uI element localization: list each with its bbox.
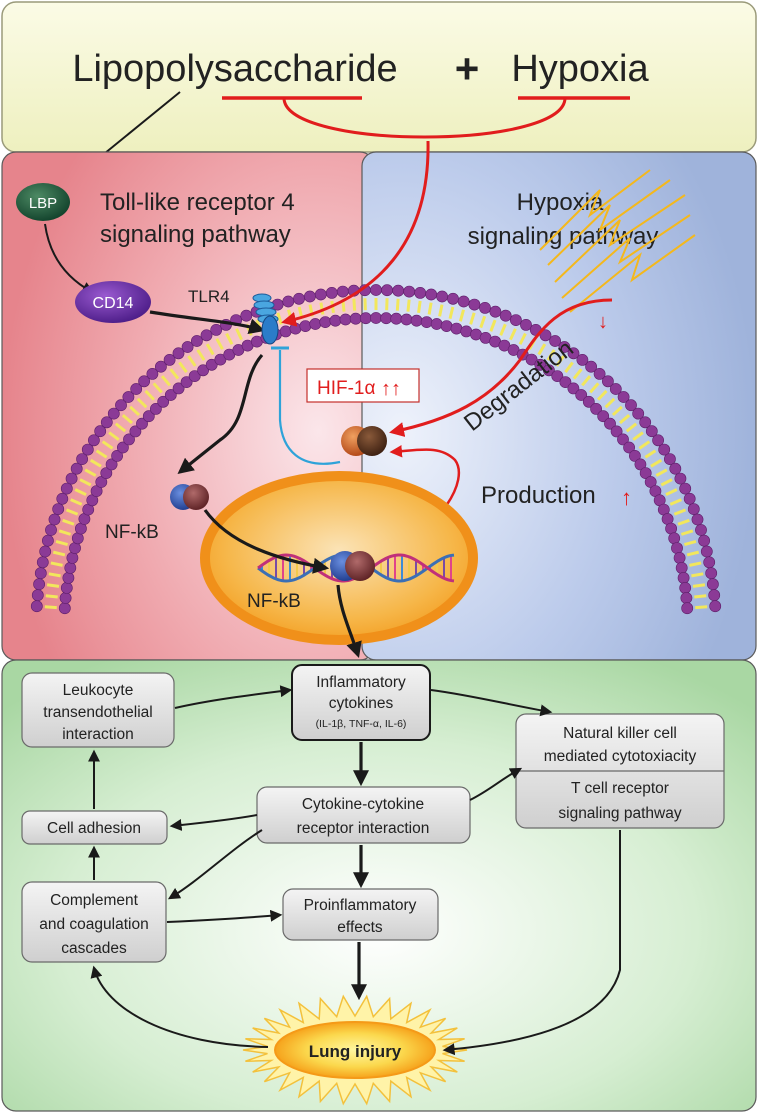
- lung-injury-core: [274, 1021, 436, 1079]
- production-up-arrow: ↑: [621, 485, 632, 510]
- hif-1a-up-arrows: ↑↑: [381, 378, 401, 400]
- complement-to-proinflammatory-arrow: [166, 909, 283, 923]
- lung-injury-label: Lung injury: [309, 1042, 402, 1061]
- complement-text-1: Complement: [50, 892, 139, 909]
- proinflammatory-box: [282, 888, 439, 941]
- nfkb-translocation-arrow: [203, 509, 330, 574]
- combined-effect-connector: [282, 97, 567, 139]
- nfkb-to-cytokines-arrow: [336, 584, 362, 659]
- tcell-text-1: T cell receptor: [571, 780, 669, 797]
- lbp-protein: [16, 183, 70, 221]
- complement-box: [21, 881, 167, 963]
- cell-membrane: [30, 284, 722, 615]
- production-label: Production: [481, 482, 596, 509]
- nfkb-protein-nucleus: [330, 551, 375, 581]
- inflammatory-text-3: (IL-1β, TNF-α, IL-6): [316, 718, 407, 730]
- hypoxia-pathway-title-1: Hypoxia: [517, 189, 604, 216]
- tlr4-pathway-title-2: signaling pathway: [100, 221, 291, 248]
- cytokine-receptor-text-1: Cytokine-cytokine: [302, 796, 424, 813]
- tlr4-pathway-title-1: Toll-like receptor 4: [100, 189, 295, 216]
- cell-adhesion-text: Cell adhesion: [47, 820, 141, 837]
- proinflammatory-text-1: Proinflammatory: [304, 897, 417, 914]
- proinflammatory-text-2: effects: [337, 919, 383, 936]
- inflammatory-text-1: Inflammatory: [316, 674, 406, 691]
- lightning-icon: [539, 169, 696, 313]
- hif-1a-box: [306, 368, 420, 403]
- nfkb-nucleus-label: NF-kB: [247, 591, 301, 612]
- nk-text-2: mediated cytotoxiacity: [544, 748, 697, 765]
- cd14-to-tlr4-arrow: [149, 310, 266, 335]
- cytokine-receptor-text-2: receptor interaction: [297, 820, 430, 837]
- lipopolysaccharide-label: Lipopolysaccharide: [72, 48, 397, 90]
- inflammatory-cytokines-box: [291, 664, 431, 741]
- lbp-label: LBP: [29, 195, 57, 212]
- tlr4-label: TLR4: [188, 287, 230, 306]
- cd14-protein: [75, 281, 151, 323]
- leukocyte-text-3: interaction: [62, 726, 134, 743]
- nfkb-protein-cytoplasm: [170, 484, 209, 510]
- leukocyte-to-cytokines-arrow: [174, 685, 293, 709]
- complement-text-2: and coagulation: [39, 916, 148, 933]
- tlr4-receptor: [252, 293, 279, 345]
- leukocyte-text-1: Leukocyte: [63, 682, 134, 699]
- lps-hypoxia-to-tlr4-arrow: [281, 140, 430, 327]
- hif-1a-label: HIF-1α: [317, 378, 376, 399]
- tcell-to-lung-arrow: [442, 830, 621, 1056]
- cd14-label: CD14: [93, 295, 134, 312]
- degradation-down-arrow: ↓: [598, 311, 608, 333]
- cytokines-to-nk-arrow: [430, 689, 553, 717]
- leukocyte-box: [21, 672, 175, 748]
- inflammatory-text-2: cytokines: [329, 695, 394, 712]
- receptor-to-nk-arrow: [469, 767, 523, 801]
- lung-to-complement-arrow: [90, 965, 269, 1048]
- cell-adhesion-box: [21, 810, 168, 845]
- receptor-to-complement-arrow: [167, 829, 263, 900]
- degradation-arrow: [389, 298, 613, 437]
- nk-text-1: Natural killer cell: [563, 725, 677, 742]
- hif-1a-protein: [341, 426, 387, 456]
- nfkb-cytoplasm-label: NF-kB: [105, 522, 159, 543]
- hypoxia-label: Hypoxia: [511, 48, 649, 90]
- receptor-to-adhesion-arrow: [169, 814, 258, 831]
- complement-text-3: cascades: [61, 940, 127, 957]
- tlr4-to-nfkb-arrow: [177, 353, 264, 474]
- tcell-text-2: signaling pathway: [558, 805, 681, 822]
- leukocyte-text-2: transendothelial: [43, 704, 152, 721]
- plus-sign: +: [455, 45, 480, 92]
- hif-inhibits-tlr4-line: [278, 350, 341, 465]
